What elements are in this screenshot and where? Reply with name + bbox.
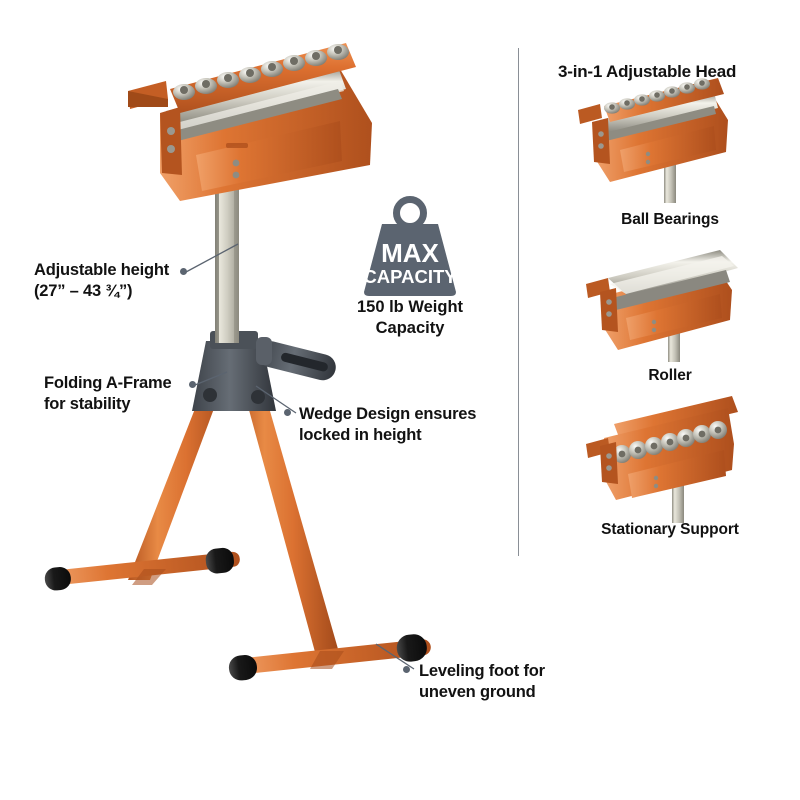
head-assembly	[128, 43, 372, 201]
head-variant-roller	[586, 250, 738, 362]
rear-foot-bar	[44, 547, 240, 591]
leader-line-folding-a-frame	[194, 371, 228, 386]
callout-wedge-design: Wedge Design ensures locked in height	[299, 405, 477, 445]
head-roller	[166, 67, 346, 143]
weight-icon: MAX CAPACITY	[363, 196, 457, 296]
head-ball-bearings	[173, 44, 349, 100]
panel-label-roller: Roller	[648, 367, 692, 384]
a-frame-legs	[44, 355, 431, 681]
side-bearings	[613, 421, 727, 463]
max-capacity-caption: 150 lb Weight Capacity	[356, 298, 464, 338]
badge-icon-top: MAX	[381, 238, 439, 268]
head-variant-ball-bearings	[578, 78, 728, 203]
wedge-hub	[192, 331, 336, 411]
leader-line-adjustable-height	[185, 243, 239, 273]
max-capacity-badge: MAX CAPACITY	[352, 196, 468, 300]
callout-adjustable-height: Adjustable height (27” – 43 ¾”)	[34, 261, 170, 301]
leader-dot-leveling-foot	[403, 666, 410, 673]
wedge-lever	[257, 341, 336, 381]
panel-label-stationary-support: Stationary Support	[601, 521, 739, 538]
leader-line-leveling-foot	[375, 643, 415, 670]
badge-icon-bottom: CAPACITY	[363, 266, 457, 287]
panel-title: 3-in-1 Adjustable Head	[558, 62, 737, 81]
callout-folding-a-frame: Folding A-Frame for stability	[44, 374, 172, 414]
leader-dot-adjustable-height	[180, 268, 187, 275]
panel-divider	[518, 48, 519, 556]
roller-stand-illustration	[44, 43, 431, 681]
leader-dot-folding-a-frame	[189, 381, 196, 388]
panel-label-ball-bearings: Ball Bearings	[621, 211, 719, 228]
leader-dot-wedge-design	[284, 409, 291, 416]
leader-line-wedge-design	[255, 385, 297, 414]
head-variant-stationary-support	[586, 396, 738, 523]
callout-leveling-foot: Leveling foot for uneven ground	[419, 662, 545, 702]
